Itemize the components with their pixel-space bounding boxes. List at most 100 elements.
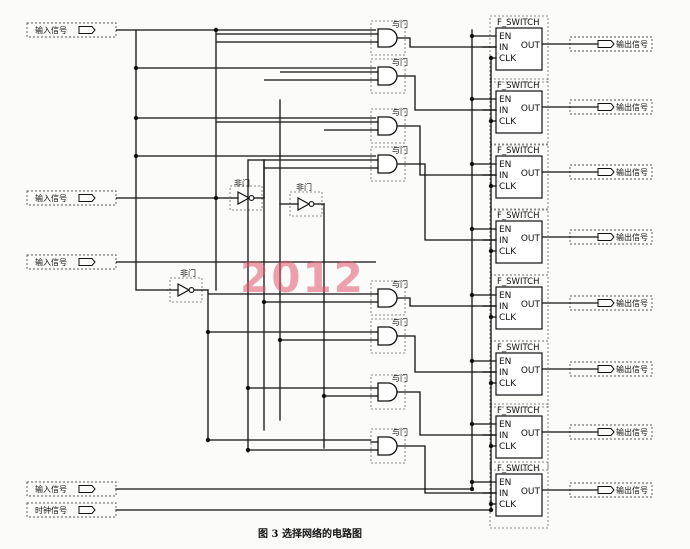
f-switch-title: F_SWITCH: [497, 464, 539, 474]
f-switch-pin-clk: CLK: [499, 313, 517, 323]
and-gate-icon: [377, 66, 398, 86]
input-port-label: 输入信号: [35, 484, 67, 494]
and-gate-frame: [370, 280, 406, 316]
f-switch-title: F_SWITCH: [497, 146, 539, 156]
f-switch-pin-in: IN: [499, 489, 508, 499]
f-switch-body: [495, 415, 543, 459]
f-switch-body: [495, 27, 543, 71]
and-gate-icon: [377, 154, 398, 174]
junction-dot: [213, 195, 219, 201]
f-switch-pin-en: EN: [499, 32, 511, 42]
and-gate-frame: [370, 20, 406, 56]
junction-dot: [213, 27, 219, 33]
junction-dot: [205, 437, 211, 443]
junction-dot: [245, 385, 251, 391]
f-switch-title: F_SWITCH: [497, 18, 539, 28]
figure-caption: 图 3 选择网络的电路图: [258, 527, 362, 540]
and-gate: 与门: [370, 57, 408, 94]
f-switch-pin-en: EN: [499, 420, 511, 430]
f-switch-pin-out: OUT: [521, 366, 541, 376]
not-gate-icon: [297, 196, 311, 212]
and-gate-icon: [377, 28, 398, 48]
f-switch-title: F_SWITCH: [497, 406, 539, 416]
and-gate-label: 与门: [392, 145, 408, 155]
and-gate-label: 与门: [392, 427, 408, 437]
clock-port-arrow-icon: [78, 506, 96, 514]
f-switch-pin-in: IN: [499, 431, 508, 441]
and-output-wire: [397, 125, 475, 176]
input-port-arrow-icon: [78, 258, 96, 266]
output-port-arrow-icon: [597, 233, 615, 241]
junction-dot: [133, 115, 139, 121]
f-switch-pin-en: EN: [499, 160, 511, 170]
and-output-wire: [397, 75, 475, 111]
f-switch-body: [495, 155, 543, 199]
not-gate-icon: [177, 282, 191, 298]
clock-port-label: 时钟信号: [35, 505, 67, 515]
and-gate-frame: [370, 318, 406, 354]
input-port-label: 输入信号: [35, 257, 67, 267]
f-switch-pin-clk: CLK: [499, 500, 517, 510]
output-port-arrow-icon: [597, 168, 615, 176]
f-switch-pin-in: IN: [499, 106, 508, 116]
f-switch-body: [495, 220, 543, 264]
f-switch-pin-out: OUT: [521, 429, 541, 439]
f-switch-pin-in: IN: [499, 236, 508, 246]
and-gate: 与门: [370, 279, 408, 316]
output-port-label: 输出信号: [616, 427, 648, 437]
and-gate: 与门: [370, 373, 408, 410]
and-gate: 与门: [370, 19, 408, 56]
input-port-label: 输入信号: [35, 25, 67, 35]
not-gate-label: 非门: [180, 268, 196, 278]
f-switch-frame: [489, 78, 549, 146]
output-port-label: 输出信号: [616, 39, 648, 49]
and-gate: 与门: [370, 317, 408, 354]
and-gate-label: 与门: [392, 57, 408, 67]
f-switch-body: [495, 286, 543, 330]
output-port-label: 输出信号: [616, 298, 648, 308]
f-switch-body: [495, 352, 543, 396]
f-switch-pin-out: OUT: [521, 104, 541, 114]
and-gate-label: 与门: [392, 317, 408, 327]
and-gate-icon: [377, 288, 398, 308]
and-gate-frame: [370, 58, 406, 94]
and-gate-label: 与门: [392, 373, 408, 383]
and-gate-frame: [370, 428, 406, 464]
f-switch-frame: [489, 403, 549, 471]
f-switch-pin-en: EN: [499, 225, 511, 235]
junction-dot: [133, 65, 139, 71]
f-switch-title: F_SWITCH: [497, 277, 539, 287]
and-gate-frame: [370, 374, 406, 410]
f-switch-pin-out: OUT: [521, 41, 541, 51]
output-port-label: 输出信号: [616, 102, 648, 112]
f-switch-pin-en: EN: [499, 357, 511, 367]
f-switch-title: F_SWITCH: [497, 81, 539, 91]
f-switch-pin-en: EN: [499, 478, 511, 488]
and-gate-frame: [370, 108, 406, 144]
junction-dot: [321, 393, 327, 399]
f-switch-pin-en: EN: [499, 291, 511, 301]
and-gate-icon: [377, 382, 398, 402]
junction-dot: [205, 329, 211, 335]
not-gate-bubble: [188, 287, 195, 293]
and-gate: 与门: [370, 145, 408, 182]
and-gate-label: 与门: [392, 19, 408, 29]
output-port-arrow-icon: [597, 365, 615, 373]
not-gate: 非门: [229, 178, 263, 211]
f-switch-pin-clk: CLK: [499, 247, 517, 257]
and-gate: 与门: [370, 427, 408, 464]
f-switch-frame: [489, 340, 549, 408]
f-switch-pin-in: IN: [499, 302, 508, 312]
junction-dot: [488, 507, 494, 513]
f-switch-body: [495, 473, 543, 517]
f-switch-pin-in: IN: [499, 43, 508, 53]
f-switch-pin-clk: CLK: [499, 379, 517, 389]
output-port-arrow-icon: [597, 103, 615, 111]
f-switch-pin-clk: CLK: [499, 117, 517, 127]
f-switch-pin-out: OUT: [521, 169, 541, 179]
